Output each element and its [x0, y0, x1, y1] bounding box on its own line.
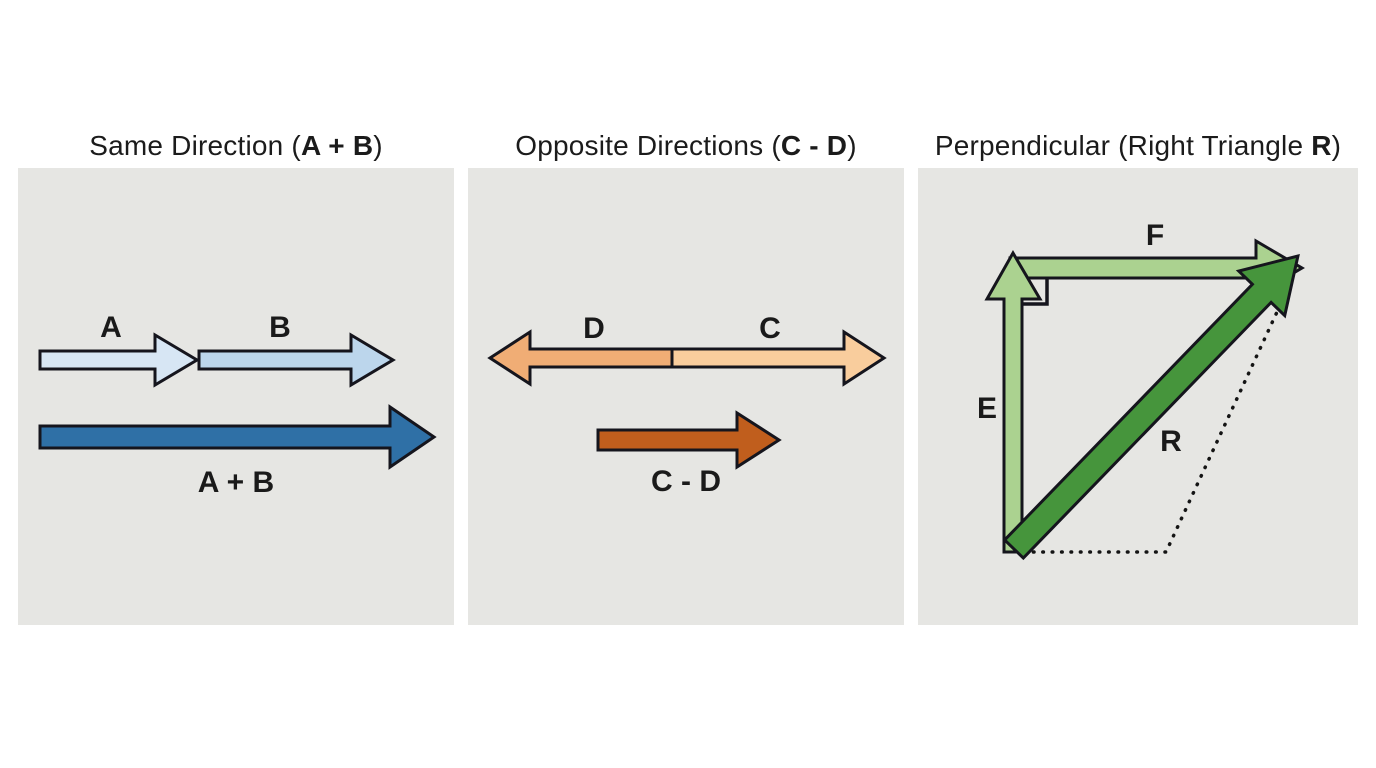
- vector-e-label: E: [977, 392, 997, 425]
- vector-r-label: R: [1160, 425, 1182, 458]
- vector-a-label: A: [100, 311, 122, 344]
- dotted-parallelogram-guide: [1022, 310, 1279, 554]
- vector-sum-arrow: [38, 404, 437, 470]
- vector-b-label: B: [269, 311, 291, 344]
- vector-c-label: C: [759, 312, 781, 345]
- panel-perpendicular: [918, 168, 1358, 625]
- title-text: ): [847, 130, 857, 161]
- title-bold-text: R: [1311, 130, 1332, 161]
- vector-d-arrow: [487, 329, 674, 387]
- vector-c-arrow: [670, 329, 887, 387]
- vector-sum-label: A + B: [198, 466, 274, 499]
- title-text: ): [1331, 130, 1342, 161]
- panel-title-opposite-directions: Opposite Directions (C - D): [468, 130, 904, 166]
- panel-title-same-direction: Same Direction (A + B): [18, 130, 454, 166]
- right-angle-marker: [1014, 279, 1049, 306]
- vector-r-arrow: [1002, 253, 1300, 561]
- title-text: Perpendicular (Right Triangle: [934, 130, 1312, 161]
- title-text: Same Direction (: [89, 130, 301, 161]
- panel-title-perpendicular: Perpendicular (Right Triangle R): [918, 130, 1358, 166]
- vector-d-label: D: [583, 312, 605, 345]
- panel-opposite-directions: [468, 168, 904, 625]
- vector-diff-label: C - D: [651, 465, 721, 498]
- vector-e-arrow: [984, 249, 1043, 554]
- vector-f-label: F: [1146, 219, 1164, 252]
- panel-same-direction: [18, 168, 454, 625]
- title-text: ): [373, 130, 383, 161]
- vector-diff-arrow: [596, 410, 782, 470]
- vector-a-arrow: [38, 332, 200, 388]
- title-bold-text: A + B: [300, 130, 374, 161]
- vector-b-arrow: [197, 332, 396, 388]
- title-text: Opposite Directions (: [515, 130, 781, 161]
- title-bold-text: C - D: [780, 130, 848, 161]
